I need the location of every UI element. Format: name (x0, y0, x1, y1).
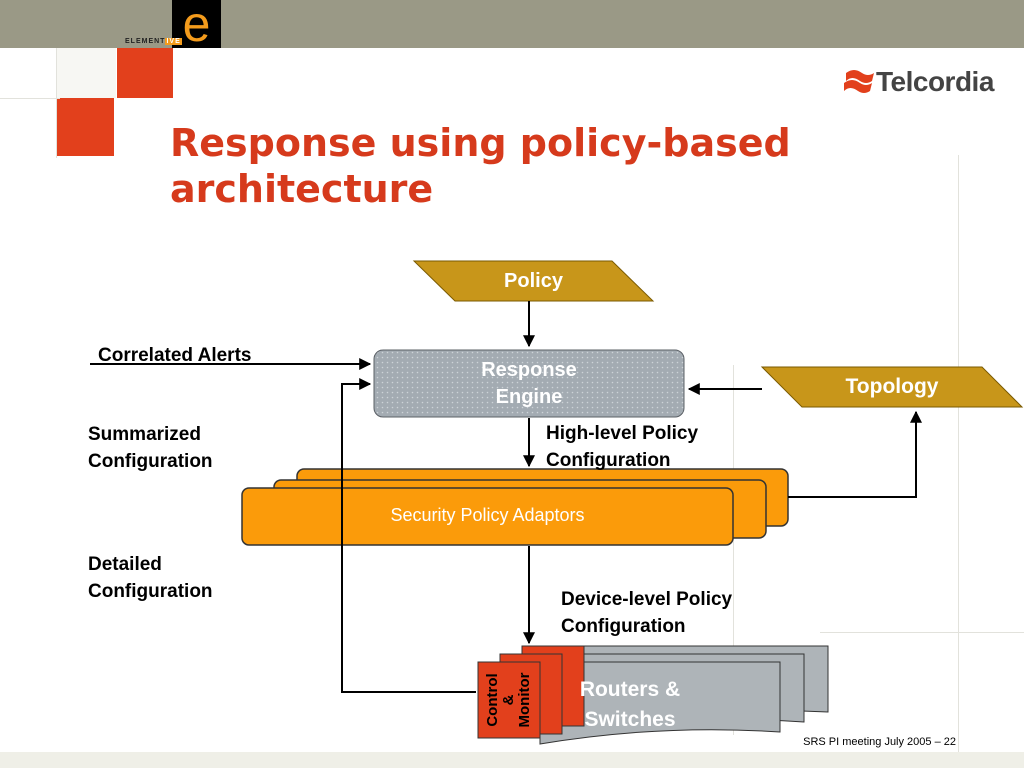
page-title: Response using policy-based architecture (170, 120, 850, 212)
decor-line (56, 48, 57, 158)
summarized-config-label: Summarized Configuration (88, 421, 213, 475)
detailed-config-label: Detailed Configuration (88, 551, 213, 605)
detailed-line-2: Configuration (88, 581, 213, 602)
high-level-line-2: Configuration (546, 450, 671, 471)
summarized-line-2: Configuration (88, 451, 213, 472)
control-line-2: & (500, 694, 517, 706)
adaptor-box-front (241, 487, 734, 546)
policy-label: Policy (504, 270, 563, 292)
topology-label: Topology (845, 375, 939, 398)
router-doc-front (539, 661, 781, 745)
response-engine-label: Response Engine (374, 357, 684, 411)
topology-shape (760, 366, 1024, 408)
decor-square (56, 98, 114, 156)
brand-suffix: IVE (165, 38, 182, 45)
routers-line-1: Routers & (579, 678, 681, 701)
slide-footer: SRS PI meeting July 2005 – 22 (803, 736, 956, 748)
control-line-1: Control (484, 673, 501, 727)
response-engine-shape (373, 349, 685, 418)
routers-line-2: Switches (584, 708, 676, 731)
high-level-line-1: High-level Policy (546, 423, 699, 444)
arrow-adaptors-to-topology (788, 410, 922, 498)
correlated-alerts-label: Correlated Alerts (98, 345, 252, 366)
summarized-line-1: Summarized (88, 424, 201, 445)
decor-line (0, 98, 60, 99)
control-monitor-label: Control & Monitor (478, 662, 540, 738)
decor-line (733, 365, 734, 735)
control-box-front (477, 661, 541, 739)
telcordia-logo: Telcordia (842, 64, 994, 100)
control-monitor-text: Control & Monitor (484, 672, 533, 728)
device-level-config-label: Device-level Policy Configuration (561, 586, 732, 640)
arrow-monitor-feedback (341, 378, 476, 693)
detailed-line-1: Detailed (88, 554, 162, 575)
footer-bar (0, 752, 1024, 768)
routers-label: Routers & Switches (540, 675, 720, 735)
device-level-line-2: Configuration (561, 616, 686, 637)
decor-line (820, 632, 1024, 633)
control-line-3: Monitor (516, 672, 533, 728)
adaptors-label: Security Policy Adaptors (390, 505, 585, 525)
brand-wordmark: ELEMENTIVE (125, 38, 182, 45)
logo-letter: e (182, 0, 211, 52)
telcordia-flag-icon (844, 70, 874, 93)
policy-shape (412, 260, 655, 302)
brand-prefix: ELEMENT (125, 38, 166, 45)
high-level-config-label: High-level Policy Configuration (546, 420, 698, 474)
company-name: Telcordia (876, 66, 994, 97)
response-engine-line-1: Response (481, 359, 577, 381)
decor-line (958, 155, 959, 755)
decor-square (117, 48, 173, 98)
device-level-line-1: Device-level Policy (561, 589, 733, 610)
decor-square-light (56, 48, 116, 98)
title-line-2: architecture (170, 167, 434, 211)
response-engine-line-2: Engine (495, 386, 563, 408)
title-line-1: Response using policy-based (170, 121, 791, 165)
